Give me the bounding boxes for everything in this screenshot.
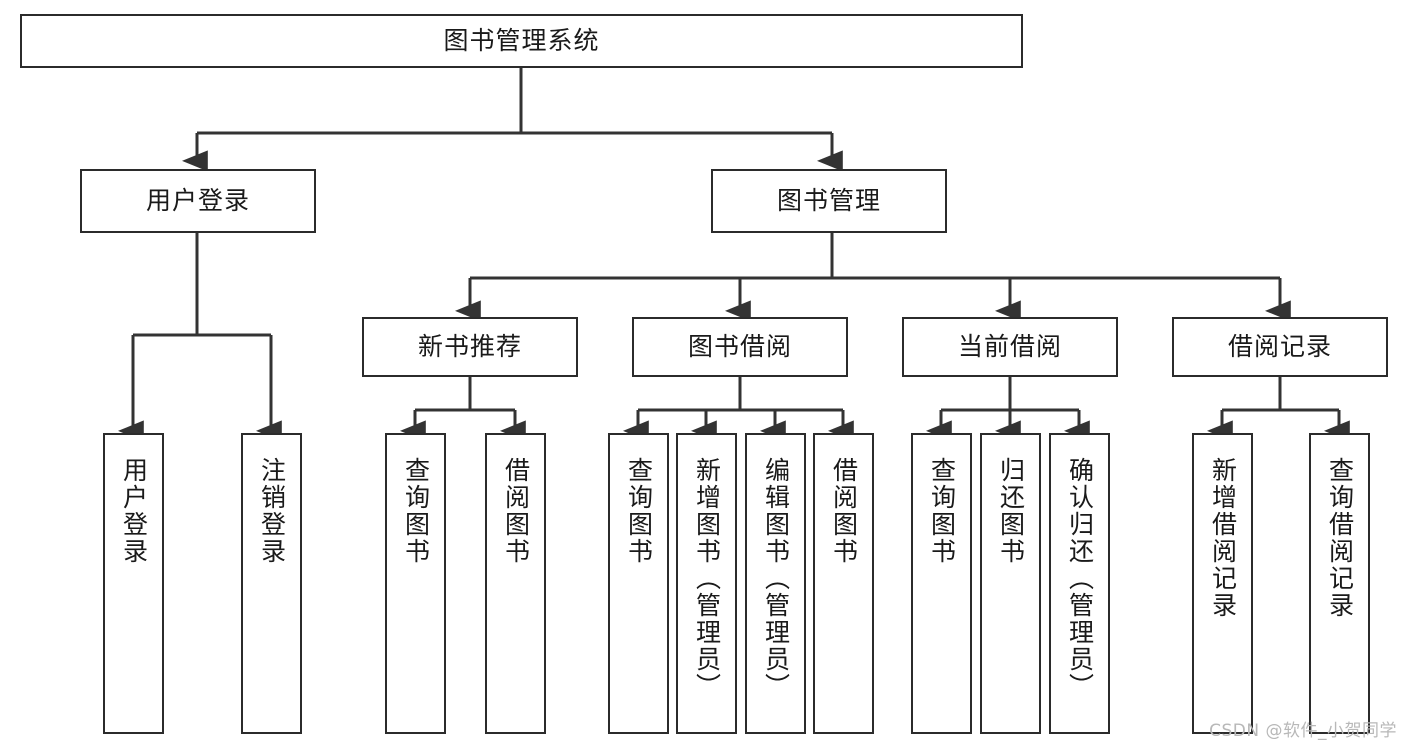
- node-book-borrow[interactable]: 图书借阅: [632, 317, 848, 377]
- leaf-borrow-record-query-record[interactable]: 查询借阅记录: [1309, 433, 1370, 734]
- leaf-borrow-record-add-record[interactable]: 新增借阅记录: [1192, 433, 1253, 734]
- node-new-book-recommend[interactable]: 新书推荐: [362, 317, 578, 377]
- node-label: 图书借阅: [687, 332, 792, 362]
- leaf-label: 编辑图书（管理员）: [761, 457, 791, 700]
- leaf-current-borrow-return-book[interactable]: 归还图书: [980, 433, 1041, 734]
- leaf-label: 借阅图书: [829, 457, 859, 565]
- leaf-label: 查询图书: [401, 457, 431, 565]
- leaf-label: 归还图书: [996, 457, 1026, 565]
- leaf-current-borrow-query-book[interactable]: 查询图书: [911, 433, 972, 734]
- leaf-label: 借阅图书: [501, 457, 531, 565]
- leaf-label: 查询借阅记录: [1325, 457, 1355, 619]
- leaf-book-borrow-borrow-book[interactable]: 借阅图书: [813, 433, 874, 734]
- leaf-label: 新增图书（管理员）: [692, 457, 722, 700]
- leaf-label: 用户登录: [119, 457, 149, 565]
- leaf-user-login-login[interactable]: 用户登录: [103, 433, 164, 734]
- leaf-book-borrow-add-book-admin[interactable]: 新增图书（管理员）: [676, 433, 737, 734]
- leaf-label: 查询图书: [624, 457, 654, 565]
- node-current-borrow[interactable]: 当前借阅: [902, 317, 1118, 377]
- csdn-watermark: CSDN @软件_小贺同学: [1209, 721, 1397, 741]
- leaf-label: 确认归还（管理员）: [1065, 457, 1095, 700]
- leaf-label: 查询图书: [927, 457, 957, 565]
- leaf-current-borrow-confirm-return-admin[interactable]: 确认归还（管理员）: [1049, 433, 1110, 734]
- node-label: 当前借阅: [957, 332, 1062, 362]
- node-label: 新书推荐: [417, 332, 522, 362]
- leaf-new-book-query-book[interactable]: 查询图书: [385, 433, 446, 734]
- leaf-book-borrow-query-book[interactable]: 查询图书: [608, 433, 669, 734]
- leaf-book-borrow-edit-book-admin[interactable]: 编辑图书（管理员）: [745, 433, 806, 734]
- node-book-management[interactable]: 图书管理: [711, 169, 947, 233]
- node-root-book-management-system[interactable]: 图书管理系统: [20, 14, 1023, 68]
- leaf-label: 注销登录: [257, 457, 287, 565]
- node-label: 图书管理: [776, 186, 881, 216]
- leaf-user-login-logout[interactable]: 注销登录: [241, 433, 302, 734]
- leaf-new-book-borrow-book[interactable]: 借阅图书: [485, 433, 546, 734]
- node-label: 用户登录: [145, 186, 250, 216]
- node-user-login[interactable]: 用户登录: [80, 169, 316, 233]
- node-label: 图书管理系统: [443, 26, 600, 56]
- node-borrow-record[interactable]: 借阅记录: [1172, 317, 1388, 377]
- node-label: 借阅记录: [1227, 332, 1332, 362]
- leaf-label: 新增借阅记录: [1208, 457, 1238, 619]
